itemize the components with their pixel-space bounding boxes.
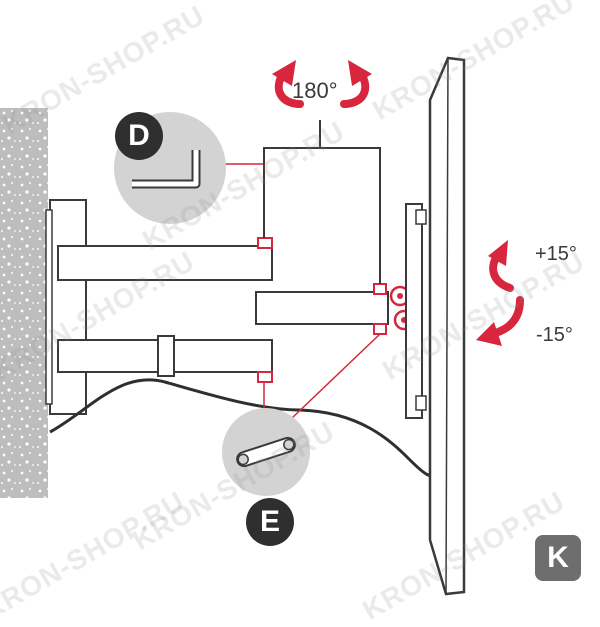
upper-arm: [57, 245, 273, 281]
tilt-down-label: -15°: [536, 324, 573, 346]
swivel-bracket-line: [263, 147, 381, 284]
wall-plate: [49, 199, 87, 415]
wall: [0, 108, 48, 498]
joint-bolt-top: [257, 237, 273, 249]
front-arm: [255, 291, 389, 325]
shop-logo: K: [535, 535, 581, 581]
joint-bolt-front-2: [373, 323, 387, 335]
joint-bolt-bottom: [257, 371, 273, 383]
tool-d-badge: D: [115, 112, 163, 160]
wrench-icon: [236, 436, 296, 468]
cable: [49, 378, 441, 479]
swivel-angle-label: 180°: [292, 78, 338, 103]
diagram-canvas: [0, 56, 524, 596]
tilt-up-label: +15°: [535, 243, 577, 265]
cable-clip: [157, 335, 175, 377]
joint-bolt-front: [373, 283, 387, 295]
tool-e-badge: E: [246, 498, 294, 546]
tv-bracket: [405, 203, 423, 419]
